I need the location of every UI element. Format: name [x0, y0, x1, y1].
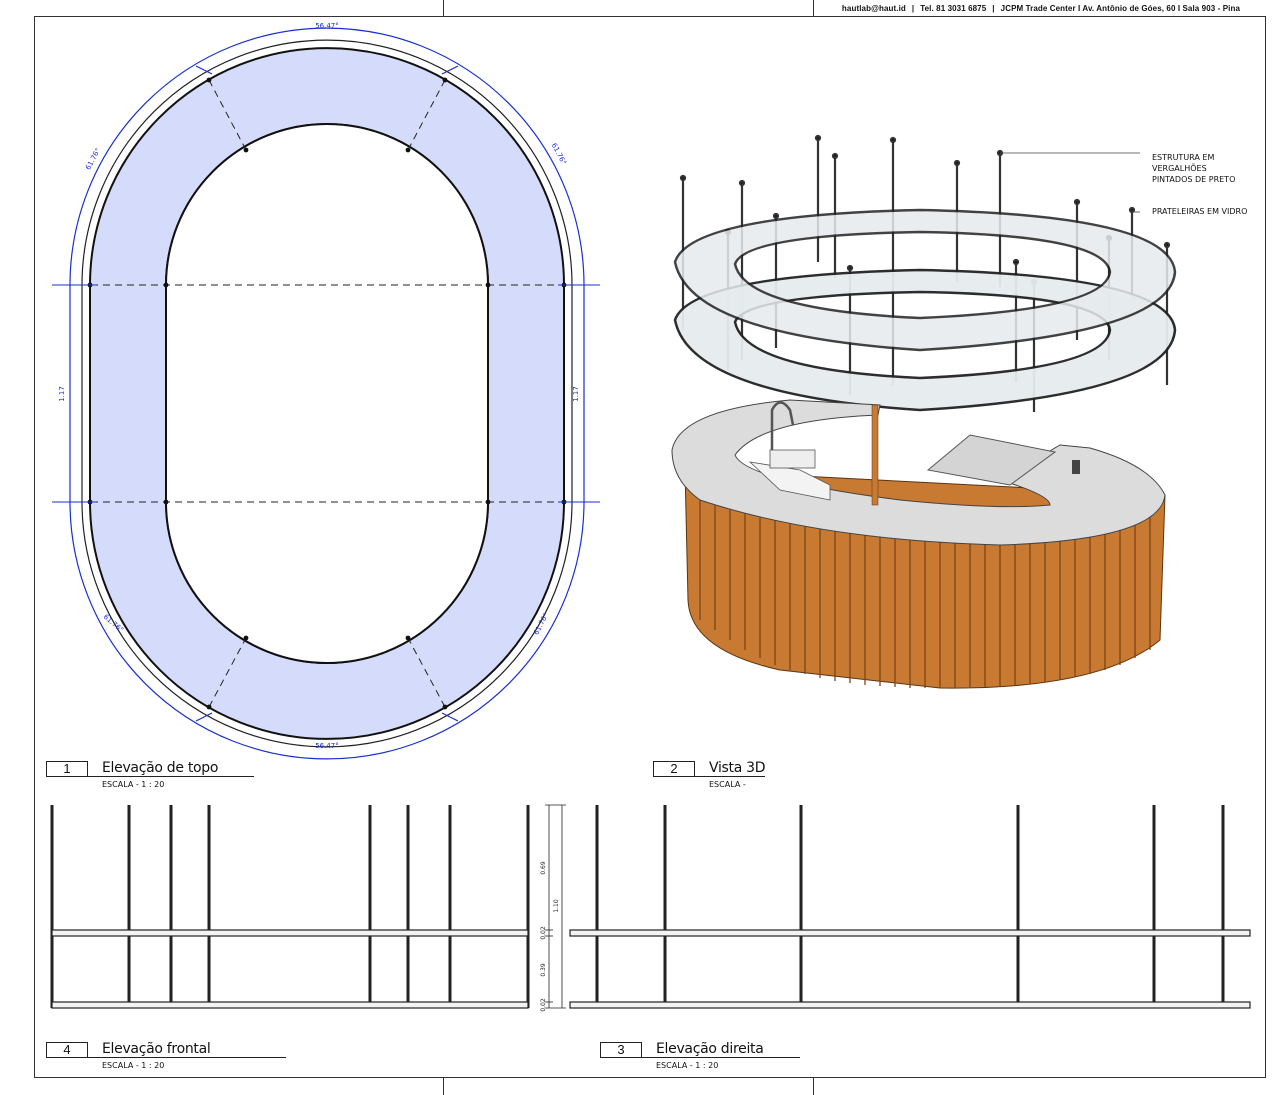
callout-estrutura: ESTRUTURA EM VERGALHÕES PINTADOS DE PRET… [1152, 152, 1235, 185]
wood-divider [871, 404, 879, 506]
title-rule [693, 776, 765, 777]
dim-right-length: 1.17 [572, 386, 580, 402]
view-name: Elevação frontal [102, 1041, 211, 1057]
height-dimension [545, 804, 566, 1009]
dim-arc-top: 56.47° [315, 22, 339, 30]
glass-shelves [673, 208, 1177, 412]
callout-line: VERGALHÕES [1152, 164, 1207, 173]
top-plan-drawing: 56.47° 56.47° 61.76° 61.76° 61.76° 61.76… [52, 22, 600, 760]
dim-left-length: 1.17 [58, 386, 66, 402]
frame-tick [443, 0, 444, 16]
shelf-lines [569, 929, 1251, 1009]
dim-total-height: 1.10 [553, 899, 560, 913]
frame-tick [813, 0, 814, 16]
title-rule [640, 1057, 800, 1058]
callout-line: ESTRUTURA EM [1152, 153, 1215, 162]
header-phone: Tel. 81 3031 6875 [920, 4, 987, 13]
view-number: 4 [46, 1042, 88, 1058]
title-rule [86, 776, 254, 777]
frame-tick [813, 1078, 814, 1095]
counter-shelf [926, 434, 1057, 486]
sheet-frame [34, 16, 1266, 1078]
vertical-rods [50, 805, 530, 1008]
dim-shelf-thickness-upper: 0.02 [540, 926, 547, 940]
stone-countertop [671, 399, 1166, 546]
header-address: JCPM Trade Center I Av. Antônio de Góes,… [1000, 4, 1240, 13]
view-name: Vista 3D [709, 760, 766, 776]
view-scale: ESCALA - 1 : 20 [656, 1061, 719, 1070]
vista-3d-drawing [671, 134, 1177, 689]
dim-lower-height: 0.39 [540, 963, 547, 977]
view-name: Elevação direita [656, 1041, 764, 1057]
frontal-elevation-drawing: 0.69 0.02 0.39 0.02 1.10 [50, 804, 566, 1012]
view-scale: ESCALA - 1 : 20 [102, 1061, 165, 1070]
section-lines [55, 79, 600, 708]
right-elevation-drawing [569, 805, 1251, 1009]
view-number: 2 [653, 761, 695, 777]
callout-leaders [1000, 152, 1140, 213]
callout-line: PINTADOS DE PRETO [1152, 175, 1236, 184]
title-rule [86, 1057, 286, 1058]
frame-tick [443, 1078, 444, 1095]
inner-cabinet [748, 461, 831, 501]
company-header: hautlab@haut.id|Tel. 81 3031 6875|JCPM T… [841, 4, 1240, 13]
view-number: 1 [46, 761, 88, 777]
view-scale: ESCALA - [709, 780, 746, 789]
callout-prateleiras: PRATELEIRAS EM VIDRO [1152, 207, 1248, 216]
header-email: hautlab@haut.id [841, 4, 906, 13]
vertical-rods [595, 805, 1225, 1008]
shelf-inner-edge [165, 123, 489, 664]
control-panel [1072, 460, 1080, 474]
view-scale: ESCALA - 1 : 20 [102, 780, 165, 789]
faucet-icon [770, 401, 795, 450]
dim-arc-upper-left: 61.76° [84, 147, 102, 172]
view-name: Elevação de topo [102, 760, 219, 776]
sink [769, 449, 816, 469]
view-number: 3 [600, 1042, 642, 1058]
rod-points [87, 77, 567, 710]
dim-shelf-thickness-lower: 0.02 [540, 998, 547, 1012]
dimension-arcs [52, 27, 600, 760]
shelf-lines [51, 929, 529, 1009]
dim-upper-height: 0.69 [540, 861, 547, 875]
dim-arc-bottom: 56.47° [315, 742, 339, 750]
